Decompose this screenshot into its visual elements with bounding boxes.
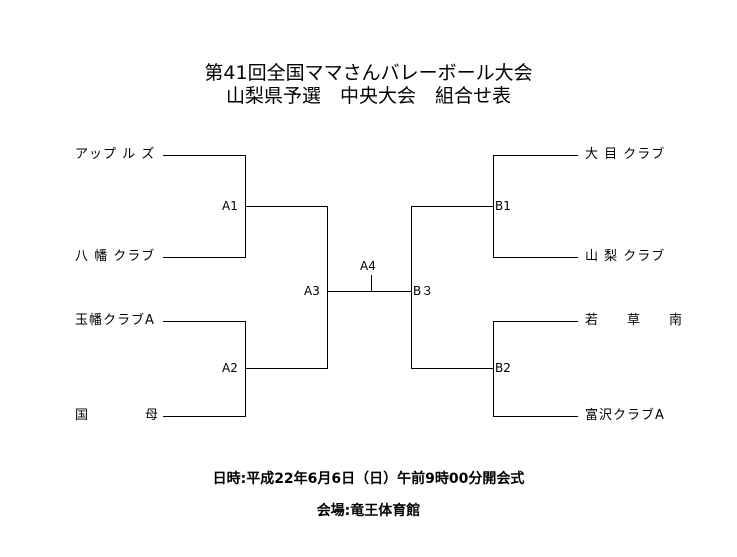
team-left-2: 八 幡 クラブ (75, 249, 156, 264)
team-right-2: 山 梨 クラブ (585, 249, 666, 264)
left-bracket (163, 155, 328, 417)
team-right-4: 富沢クラブA (585, 408, 665, 423)
right-bracket (411, 155, 578, 417)
final-line (327, 275, 411, 292)
match-a4: A4 (360, 259, 376, 273)
team-left-4: 国 母 (75, 408, 160, 423)
match-b2: B2 (495, 361, 511, 375)
match-a2: A2 (222, 361, 238, 375)
footer-datetime: 日時:平成22年6月6日（日）午前9時00分開会式 (212, 471, 525, 487)
footer-venue: 会場:竜王体育館 (316, 503, 421, 519)
title-line-2: 山梨県予選 中央大会 組合せ表 (225, 85, 511, 107)
title-line-1: 第41回全国ママさんバレーボール大会 (204, 62, 533, 84)
team-left-1: アップ ル ズ (75, 147, 156, 162)
match-b3: B３ (413, 284, 434, 298)
match-b1: B1 (495, 199, 511, 213)
match-a3: A3 (304, 284, 320, 298)
team-right-1: 大 目 クラブ (585, 147, 666, 162)
match-a1: A1 (222, 199, 238, 213)
team-left-3: 玉幡クラブA (75, 313, 155, 328)
team-right-3: 若 草 南 (585, 313, 684, 328)
